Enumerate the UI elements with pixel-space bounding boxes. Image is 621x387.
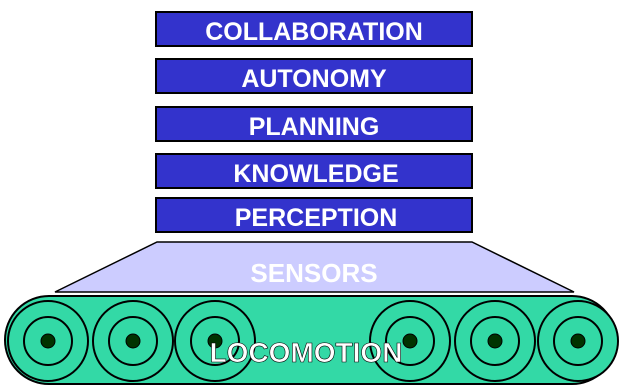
wheel-6: [537, 300, 619, 382]
wheel-4: [369, 300, 451, 382]
wheel-hub: [487, 333, 503, 349]
layer-collaboration-label: COLLABORATION: [205, 18, 423, 46]
layer-autonomy: AUTONOMY: [155, 58, 473, 94]
wheel-1: [7, 300, 89, 382]
layer-collaboration-box: [155, 11, 473, 47]
locomotion-track: LOCOMOTION: [4, 295, 619, 385]
layer-knowledge-label: KNOWLEDGE: [233, 160, 398, 188]
layer-autonomy-box: [155, 58, 473, 94]
wheel-hub: [40, 333, 56, 349]
wheel-hub: [125, 333, 141, 349]
sensors-label: SENSORS: [250, 258, 377, 288]
wheel-2: [92, 300, 174, 382]
layer-knowledge-box: [155, 153, 473, 189]
layer-perception-box: [155, 197, 473, 233]
locomotion-label: LOCOMOTION: [210, 337, 403, 368]
layer-planning: PLANNING: [155, 106, 473, 142]
sensors-layer: SENSORS: [54, 241, 575, 293]
wheel-hub: [570, 333, 586, 349]
layer-collaboration: COLLABORATION: [155, 11, 473, 47]
layer-perception-label: PERCEPTION: [235, 204, 398, 232]
wheel-3: [174, 300, 256, 382]
layer-autonomy-label: AUTONOMY: [241, 65, 387, 93]
sensors-trapezoid: [54, 241, 575, 293]
layer-planning-label: PLANNING: [249, 113, 380, 141]
layer-perception: PERCEPTION: [155, 197, 473, 233]
wheel-hub: [402, 333, 418, 349]
wheel-5: [454, 300, 536, 382]
layer-planning-box: [155, 106, 473, 142]
layer-knowledge: KNOWLEDGE: [155, 153, 473, 189]
wheel-hub: [207, 333, 223, 349]
